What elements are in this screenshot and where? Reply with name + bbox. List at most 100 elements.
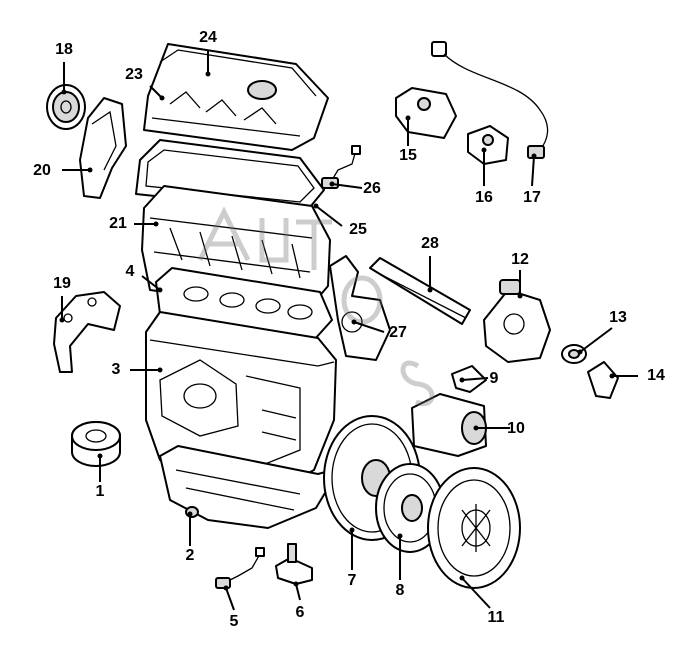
leader-dot-1	[97, 453, 103, 459]
starter-motor	[411, 393, 487, 457]
leader-line-26	[331, 183, 363, 189]
ignition-lead	[431, 41, 549, 159]
callout-label-5: 5	[230, 613, 239, 630]
callout-4: 4	[126, 263, 163, 293]
leader-dot-6	[293, 581, 299, 587]
temp-sensor	[321, 145, 361, 189]
knock-sensor	[275, 543, 313, 585]
callout-label-27: 27	[389, 324, 407, 341]
pressure-plate	[427, 467, 521, 589]
leader-dot-13	[577, 349, 583, 355]
callout-12: 12	[511, 251, 529, 299]
leader-dot-14	[609, 373, 615, 379]
callout-label-17: 17	[523, 189, 541, 206]
leader-dot-18	[61, 89, 67, 95]
leader-dot-16	[481, 147, 487, 153]
callout-27: 27	[351, 319, 407, 341]
leader-dot-11	[459, 575, 465, 581]
callout-18: 18	[55, 41, 73, 95]
leader-line-23	[149, 85, 163, 99]
callout-label-14: 14	[647, 367, 665, 384]
seal-housing	[53, 291, 121, 373]
callout-label-2: 2	[186, 547, 195, 564]
callout-label-4: 4	[126, 263, 135, 280]
leader-dot-27	[351, 319, 357, 325]
elbow-fitting	[587, 361, 619, 399]
hose-fitting	[561, 344, 587, 364]
callout-21: 21	[109, 215, 159, 232]
callout-label-11: 11	[488, 609, 505, 626]
callout-11: 11	[459, 575, 505, 626]
callout-label-15: 15	[399, 147, 417, 164]
callout-20: 20	[33, 162, 93, 179]
callout-26: 26	[329, 180, 381, 197]
callout-13: 13	[577, 309, 627, 355]
valve-cover	[143, 43, 329, 151]
water-outlet	[329, 255, 391, 361]
distributor	[395, 87, 457, 139]
callout-17: 17	[523, 153, 541, 206]
callout-label-20: 20	[33, 162, 51, 179]
leader-dot-2	[187, 511, 193, 517]
callout-19: 19	[53, 275, 71, 323]
callout-label-6: 6	[296, 604, 305, 621]
callout-24: 24	[199, 29, 217, 77]
leader-dot-26	[329, 181, 335, 187]
leader-dot-20	[87, 167, 93, 173]
leader-dot-15	[405, 115, 411, 121]
crank-sensor	[215, 547, 265, 589]
callout-14: 14	[609, 367, 665, 384]
callout-label-28: 28	[421, 235, 439, 252]
leader-line-25	[315, 205, 343, 227]
leader-dot-25	[313, 203, 319, 209]
callout-label-9: 9	[490, 370, 499, 387]
leader-line-6	[295, 583, 301, 601]
callout-16: 16	[475, 147, 493, 206]
watermark	[197, 206, 435, 407]
leader-dot-19	[59, 317, 65, 323]
callout-9: 9	[459, 370, 499, 387]
callout-label-23: 23	[125, 66, 143, 83]
callout-label-7: 7	[348, 572, 357, 589]
callout-7: 7	[348, 527, 357, 589]
callout-label-26: 26	[363, 180, 381, 197]
callout-23: 23	[125, 66, 165, 101]
callout-label-10: 10	[507, 420, 525, 437]
callout-label-18: 18	[55, 41, 73, 58]
callout-label-24: 24	[199, 29, 217, 46]
oil-filter	[71, 421, 121, 467]
leader-dot-3	[157, 367, 163, 373]
callout-28: 28	[421, 235, 439, 293]
leader-dot-9	[459, 377, 465, 383]
callout-label-12: 12	[511, 251, 529, 268]
thermostat-housing	[483, 279, 551, 363]
callout-15: 15	[399, 115, 417, 164]
leader-dot-24	[205, 71, 211, 77]
timing-cover	[79, 97, 127, 199]
leader-dot-21	[153, 221, 159, 227]
callout-6: 6	[293, 581, 305, 621]
leader-dot-17	[531, 153, 537, 159]
leader-line-17	[531, 155, 535, 187]
callout-label-3: 3	[112, 361, 121, 378]
callout-label-25: 25	[349, 221, 367, 238]
leader-line-5	[225, 587, 235, 611]
callout-label-21: 21	[109, 215, 127, 232]
oil-pan	[159, 445, 341, 529]
leader-dot-5	[223, 585, 229, 591]
callout-3: 3	[112, 361, 163, 378]
leader-dot-10	[473, 425, 479, 431]
callout-2: 2	[186, 511, 195, 564]
callout-5: 5	[223, 585, 239, 630]
leader-dot-28	[427, 287, 433, 293]
leader-dot-12	[517, 293, 523, 299]
callout-10: 10	[473, 420, 525, 437]
leader-dot-7	[349, 527, 355, 533]
leader-line-9	[461, 377, 489, 381]
callout-label-19: 19	[53, 275, 71, 292]
leader-line-11	[461, 577, 491, 609]
callout-8: 8	[396, 533, 405, 599]
